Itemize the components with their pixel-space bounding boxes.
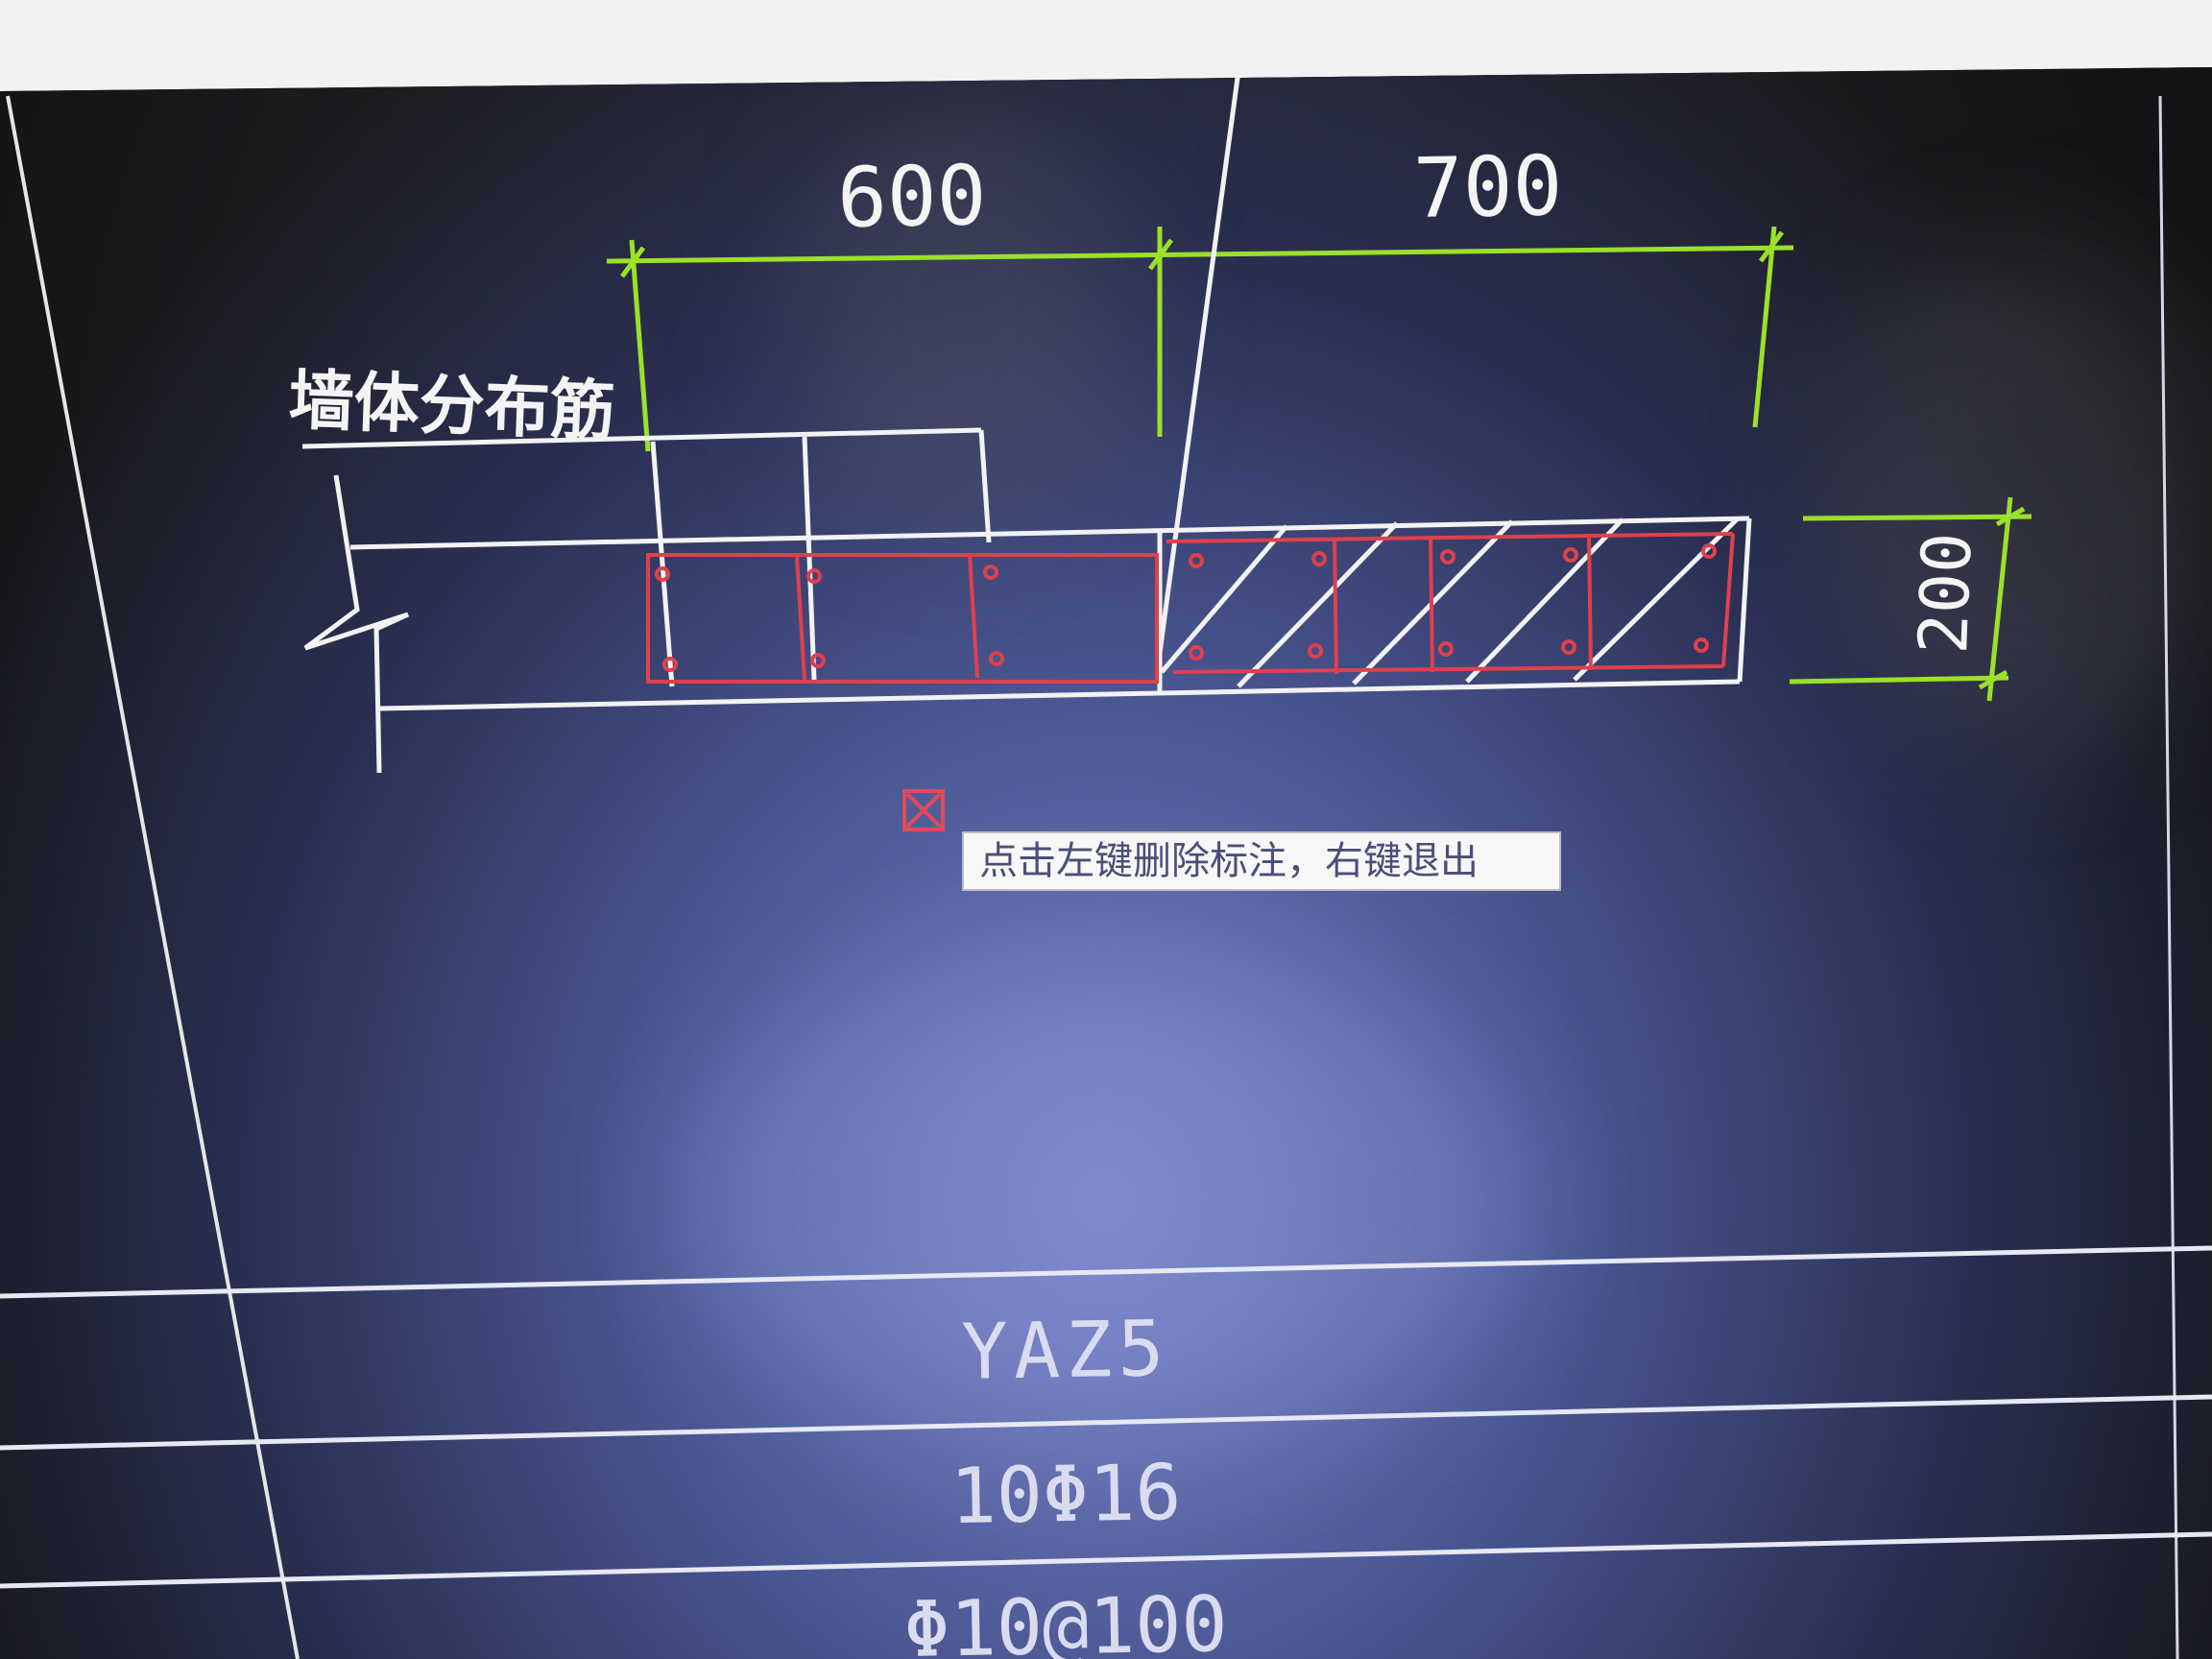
tick-bottom (1978, 669, 2008, 690)
dimension-line-vertical (1986, 496, 2013, 702)
viewport-right-border (2158, 95, 2179, 1659)
extension-line-right (1752, 226, 1777, 428)
wall-split-line (802, 436, 817, 681)
wall-distribution-label: 墙体分布筋 (287, 363, 616, 450)
wall-right-edge (1737, 517, 1752, 683)
table-line-3 (0, 1531, 2212, 1589)
wall-bottom-edge (378, 679, 1741, 711)
rebar-right-end (1721, 533, 1735, 667)
tick-left (619, 246, 646, 278)
extension-line-bottom (1789, 675, 2009, 685)
dimension-label-200: 200 (1904, 531, 1986, 655)
wall-top-edge (349, 516, 1750, 550)
table-longitudinal-rebar: 10Φ16 (949, 1447, 1183, 1542)
extension-line-top (1802, 514, 2032, 521)
table-line-1 (0, 1245, 2212, 1299)
rebar-right-bottom (1172, 664, 1724, 674)
dimension-lines (606, 226, 2032, 702)
wall-outline (301, 427, 1752, 774)
table-stirrup: Φ10@100 (902, 1579, 1229, 1659)
tick-middle (1147, 238, 1174, 271)
delete-box-cursor-icon[interactable] (902, 789, 945, 831)
rebar-right-top (1166, 532, 1734, 543)
viewport-left-border (6, 95, 300, 1659)
break-line-zigzag (303, 474, 410, 774)
rebar-left-section (646, 553, 1159, 684)
dimension-label-600: 600 (836, 148, 987, 247)
label-leader-line (301, 427, 982, 449)
column-hatching (1157, 67, 1740, 688)
table-line-2 (0, 1394, 2212, 1451)
rebar-cage (646, 532, 1735, 684)
dimension-line-horizontal (606, 245, 1794, 264)
tick-right (1758, 230, 1785, 263)
command-tooltip: 点击左键删除标注，右键退出 (962, 831, 1561, 891)
tick-top (1995, 506, 2026, 527)
extension-line-left (629, 239, 651, 452)
wall-left-edge (650, 441, 675, 687)
label-leader-right (978, 429, 992, 543)
dimension-label-700: 700 (1412, 138, 1563, 237)
table-column-name: YAZ5 (960, 1304, 1171, 1397)
